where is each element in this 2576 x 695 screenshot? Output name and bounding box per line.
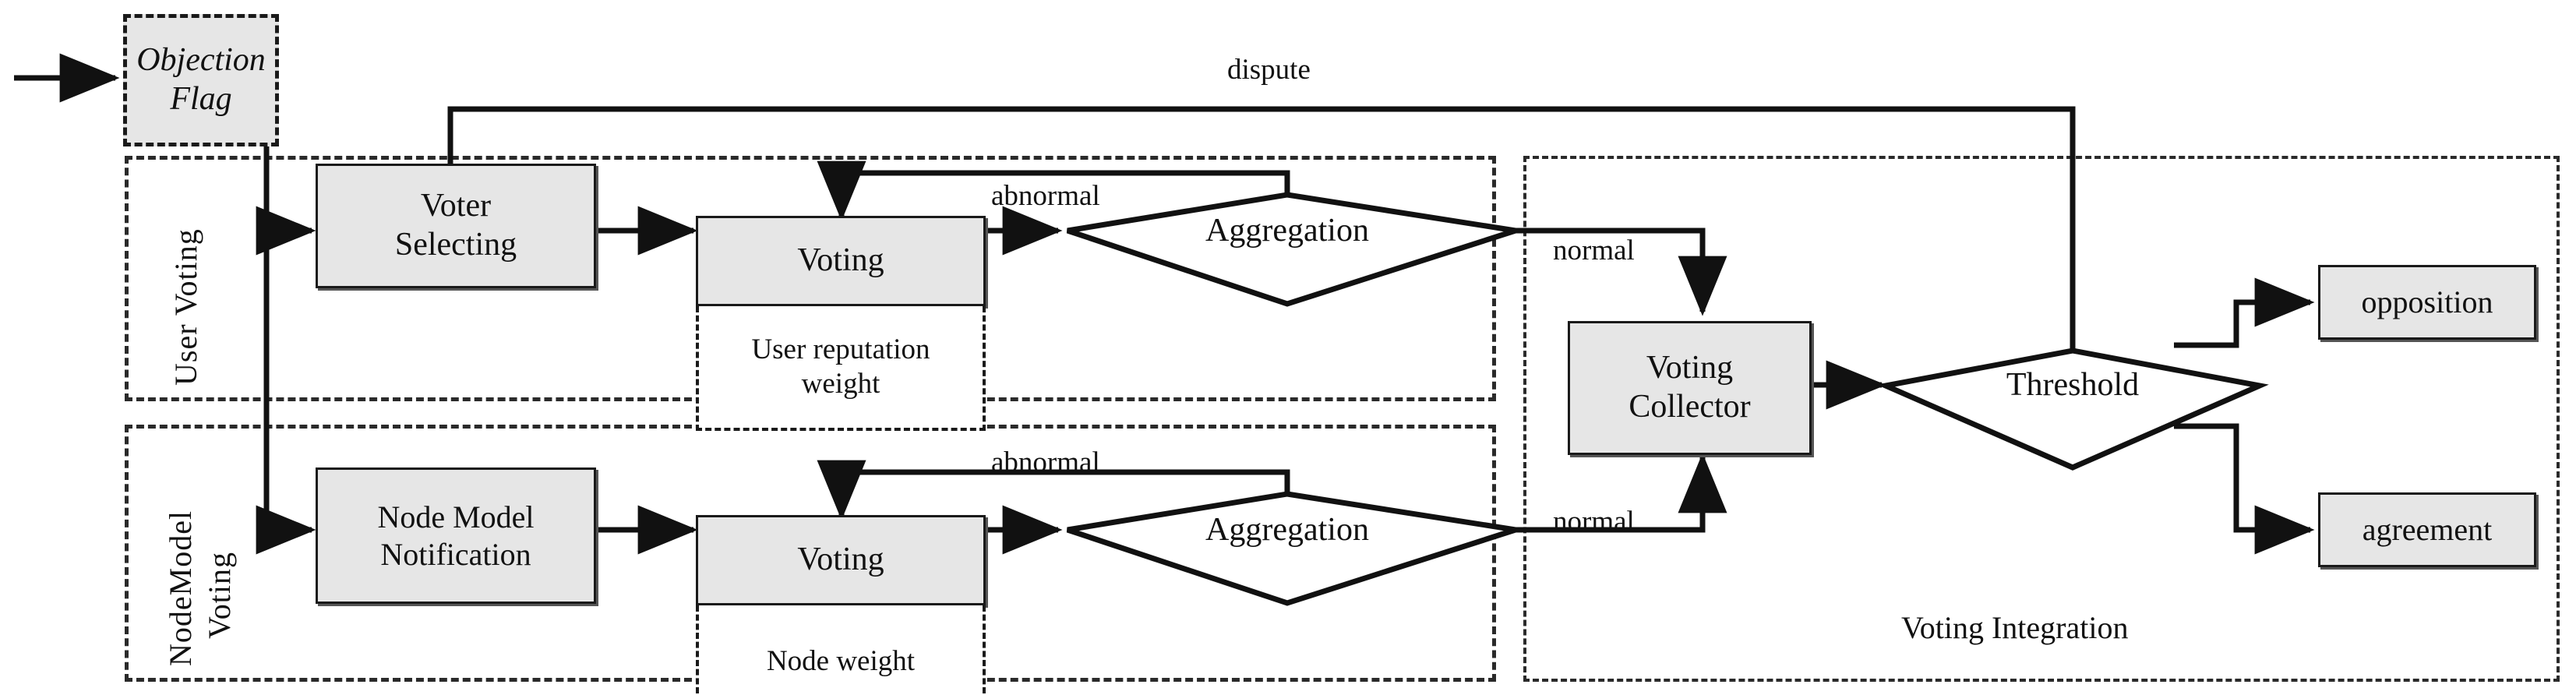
node-model-notification-line1: Node Model xyxy=(377,499,535,535)
opposition-label: opposition xyxy=(2361,284,2493,320)
voter-selecting-line2: Selecting xyxy=(394,227,517,263)
node-voting-weight-subbox: Node weight xyxy=(696,605,986,695)
agreement-label: agreement xyxy=(2362,512,2493,548)
edge-label-dispute: dispute xyxy=(1227,54,1311,86)
node-voting-node-header: Voting xyxy=(696,515,986,605)
objection-flag-node[interactable]: Objection Flag xyxy=(123,14,279,146)
objection-flag-line2: Flag xyxy=(170,81,232,117)
edge-label-abnormal-top: abnormal xyxy=(991,180,1100,212)
user-voting-node-header: Voting xyxy=(696,216,986,306)
user-voting-weight-subbox: User reputation weight xyxy=(696,306,986,431)
node-model-notification-line2: Notification xyxy=(380,536,531,572)
voter-selecting-line1: Voter xyxy=(420,188,492,224)
user-voting-title: Voting xyxy=(797,242,884,279)
user-voting-sub-line1: User reputation xyxy=(751,333,930,366)
node-voting-title: Voting xyxy=(797,542,884,578)
voting-collector-node[interactable]: Voting Collector xyxy=(1568,321,1812,455)
voting-collector-line2: Collector xyxy=(1629,389,1751,425)
objection-flag-line1: Objection xyxy=(136,42,266,79)
user-aggregation-diamond xyxy=(1066,192,1517,307)
node-aggregation-diamond xyxy=(1066,491,1517,606)
user-voting-sub-line2: weight xyxy=(801,368,880,400)
agreement-node[interactable]: agreement xyxy=(2318,492,2536,567)
node-model-notification-node[interactable]: Node Model Notification xyxy=(316,467,596,604)
user-aggregation-label: Aggregation xyxy=(1205,213,1369,249)
edge-label-abnormal-bottom: abnormal xyxy=(991,446,1100,478)
threshold-diamond xyxy=(1876,348,2269,471)
zone-voting-integration xyxy=(1523,156,2560,682)
node-voting-sub-line1: Node weight xyxy=(766,645,916,678)
zone-voting-integration-label: Voting Integration xyxy=(1901,610,2129,645)
voting-collector-line1: Voting xyxy=(1646,350,1734,386)
edge-label-normal-top: normal xyxy=(1553,235,1635,266)
edge-label-normal-bottom: normal xyxy=(1553,506,1635,538)
opposition-node[interactable]: opposition xyxy=(2318,265,2536,340)
node-aggregation-label: Aggregation xyxy=(1205,512,1369,549)
threshold-label: Threshold xyxy=(2006,367,2140,404)
voter-selecting-node[interactable]: Voter Selecting xyxy=(316,164,596,288)
